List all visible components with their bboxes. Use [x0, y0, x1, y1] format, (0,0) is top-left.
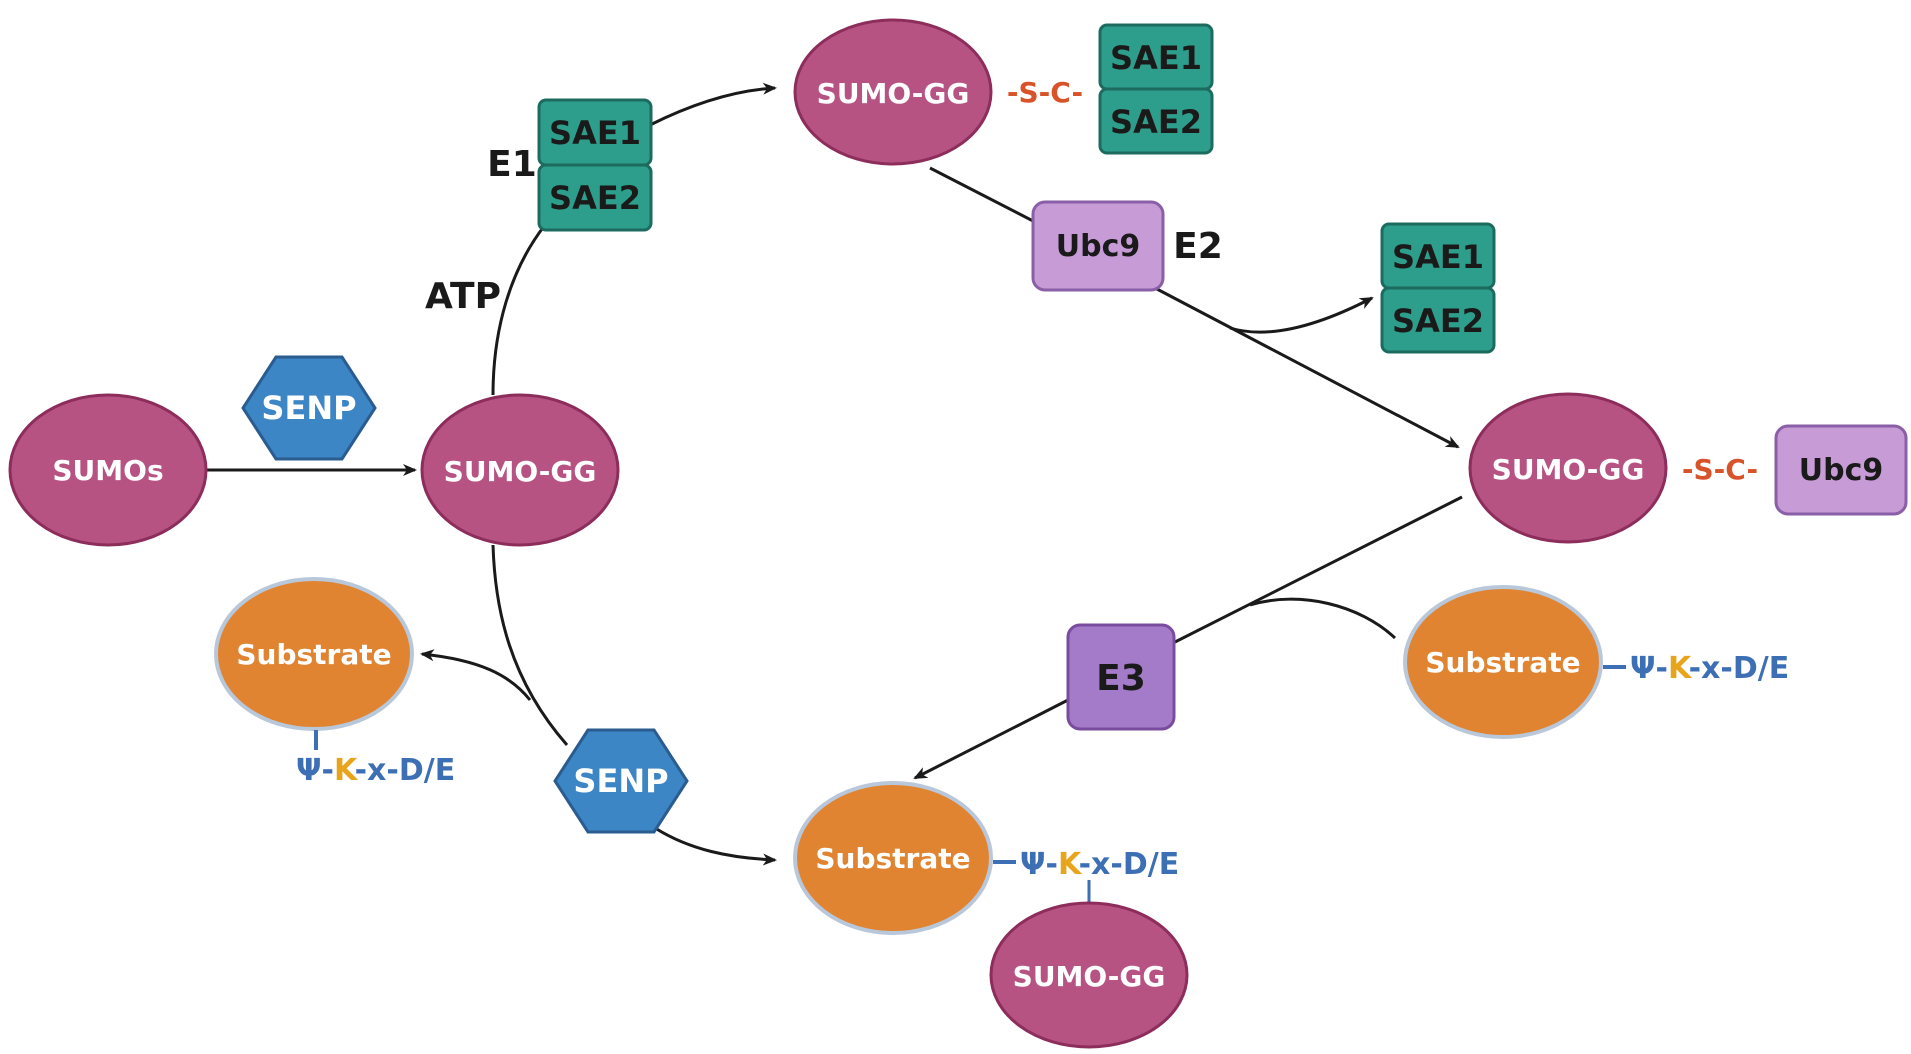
substrate-left-node: Substrate [214, 577, 414, 731]
motif-right-rest: -x-D/E [1689, 651, 1790, 686]
sae2-e1-box [537, 163, 653, 232]
motif-right-psi: Ψ [1630, 651, 1656, 686]
sumo-gg-center-label: SUMO-GG [444, 455, 597, 488]
sumo-gg-right-node: SUMO-GG [1468, 392, 1668, 544]
line-sumogg-right-to-e3 [1174, 495, 1463, 644]
linker-top: -S-C- [1007, 76, 1083, 109]
ubc9-right-label: Ubc9 [1799, 453, 1884, 488]
motif-right-dash: - [1656, 651, 1668, 686]
sumos-node: SUMOs [8, 393, 208, 547]
substrate-right-node: Substrate [1403, 585, 1603, 739]
motif-left: Ψ-K-x-D/E [296, 753, 455, 788]
substrate-left-label: Substrate [236, 638, 391, 671]
motif-left-psi: Ψ [296, 753, 322, 788]
sae2-released-label: SAE2 [1392, 302, 1484, 340]
senp-bottom-label: SENP [573, 762, 668, 800]
sae2-e1-label: SAE2 [549, 179, 641, 217]
sumo-gg-bottom-node: SUMO-GG [989, 901, 1189, 1049]
arrow-ubc9-to-sumogg-right [1154, 286, 1460, 449]
sae2-released-box [1380, 286, 1496, 354]
arrow-senp-to-substrate-bottom [654, 826, 777, 866]
line-sumogg-top-to-ubc9 [929, 166, 1036, 224]
atp-label: ATP [425, 276, 501, 317]
arrow-senp-branch-to-left-substrate [420, 649, 532, 701]
e1-label: E1 [487, 144, 537, 185]
arrow-sumogg-to-e1-complex [491, 224, 547, 396]
senp-top-node: SENP [241, 355, 377, 461]
sumo-gg-top-label: SUMO-GG [817, 77, 970, 110]
linker-right: -S-C- [1682, 453, 1758, 486]
arrow-e3-to-substrate-bottom [913, 698, 1069, 780]
arrows [205, 82, 1463, 866]
sumo-gg-bottom-label: SUMO-GG [1013, 960, 1166, 993]
motif-bottom-psi: Ψ [1020, 847, 1046, 882]
substrate-bottom-node: Substrate [793, 781, 993, 935]
motif-right: Ψ-K-x-D/E [1630, 651, 1789, 686]
sae2-top-box [1098, 87, 1214, 155]
sae1-released-label: SAE1 [1392, 238, 1484, 276]
sumo-gg-right-label: SUMO-GG [1492, 453, 1645, 486]
sae2-top-label: SAE2 [1110, 103, 1202, 141]
substrate-bottom-label: Substrate [815, 842, 970, 875]
line-substrate-right-join [1249, 597, 1397, 640]
e1-complex: SAE1 SAE2 [537, 98, 653, 232]
sumos-label: SUMOs [52, 454, 163, 487]
substrate-right-label: Substrate [1425, 646, 1580, 679]
sumo-gg-top-node: SUMO-GG [793, 18, 993, 166]
arrow-release-sae [1229, 296, 1374, 334]
e3-node: E3 [1066, 623, 1176, 731]
ubc9-e2-node: Ubc9 [1031, 200, 1165, 292]
arrow-sumogg-to-substrate-left [491, 544, 569, 746]
motif-bottom-dash: - [1046, 847, 1058, 882]
sae1-e1-label: SAE1 [549, 114, 641, 152]
motif-left-dash: - [322, 753, 334, 788]
e2-label: E2 [1173, 226, 1223, 267]
sae1-top-label: SAE1 [1110, 39, 1202, 77]
sae-released-complex: SAE1 SAE2 [1380, 222, 1496, 354]
sumo-gg-center-node: SUMO-GG [420, 393, 620, 547]
sae-top-complex: SAE1 SAE2 [1098, 23, 1214, 155]
motif-left-rest: -x-D/E [355, 753, 456, 788]
senp-top-label: SENP [261, 389, 356, 427]
motif-bottom: Ψ-K-x-D/E [1020, 847, 1179, 882]
senp-bottom-node: SENP [553, 728, 689, 834]
e3-label: E3 [1096, 658, 1146, 699]
motif-bottom-rest: -x-D/E [1079, 847, 1180, 882]
ubc9-right-node: Ubc9 [1774, 424, 1908, 516]
arrow-e1-to-sumogg-top [649, 82, 777, 127]
ubc9-e2-label: Ubc9 [1056, 229, 1141, 264]
